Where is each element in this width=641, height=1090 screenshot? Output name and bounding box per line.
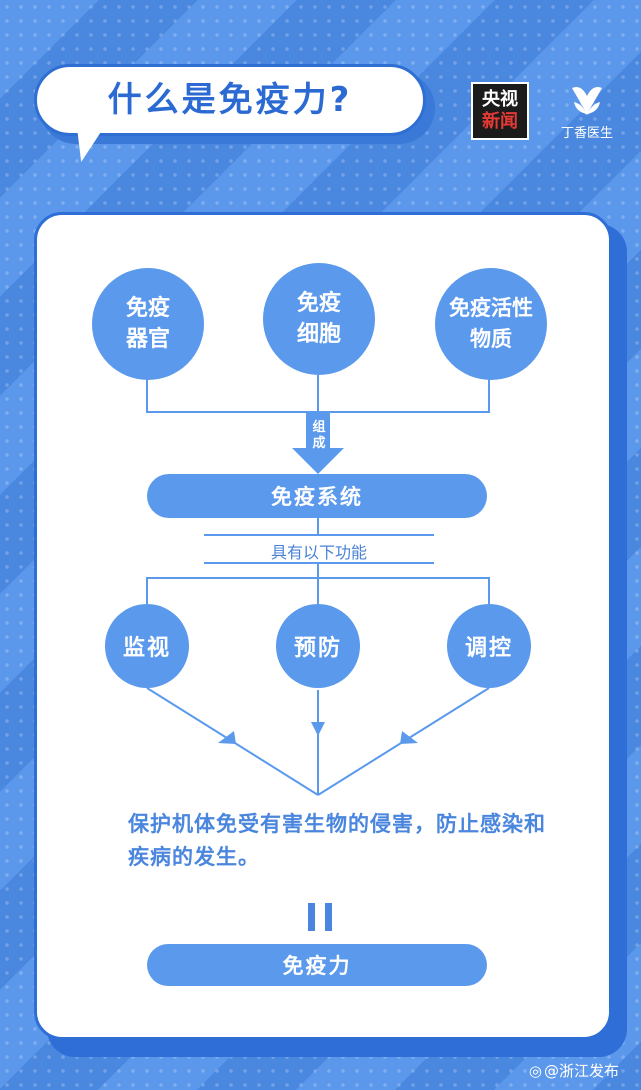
component-immune-active-substances: 免疫活性 物质 (435, 268, 547, 380)
dxy-logo-text: 丁香医生 (560, 126, 613, 141)
weibo-icon: ◎ (528, 1062, 542, 1080)
cctv-logo-line2: 新闻 (482, 111, 518, 132)
function-prevent: 预防 (276, 604, 360, 688)
page-title: 什么是免疫力? (107, 80, 353, 120)
immune-system-pill: 免疫系统 (147, 474, 487, 518)
function-regulate: 调控 (447, 604, 531, 688)
clove-flower-icon (572, 87, 602, 115)
cctv-news-logo: 央视 新闻 (471, 82, 529, 140)
functions-caption: 具有以下功能 (270, 543, 367, 562)
equals-sign (308, 903, 332, 931)
component-immune-cells: 免疫 细胞 (263, 263, 375, 375)
title-bubble (34, 64, 426, 136)
watermark-text: @浙江发布 (543, 1062, 619, 1080)
immunity-pill: 免疫力 (147, 944, 487, 986)
component-immune-organs: 免疫 器官 (92, 268, 204, 380)
cctv-logo-line1: 央视 (482, 89, 518, 110)
compose-label: 组 成 (312, 420, 326, 451)
compose-arrow (292, 412, 344, 474)
function-monitor: 监视 (105, 604, 189, 688)
weibo-watermark: ◎@浙江发布 (529, 1060, 619, 1081)
result-text: 保护机体免受有害生物的侵害，防止感染和疾病的发生。 (128, 812, 546, 869)
dxy-logo: 丁香医生 (548, 74, 626, 146)
